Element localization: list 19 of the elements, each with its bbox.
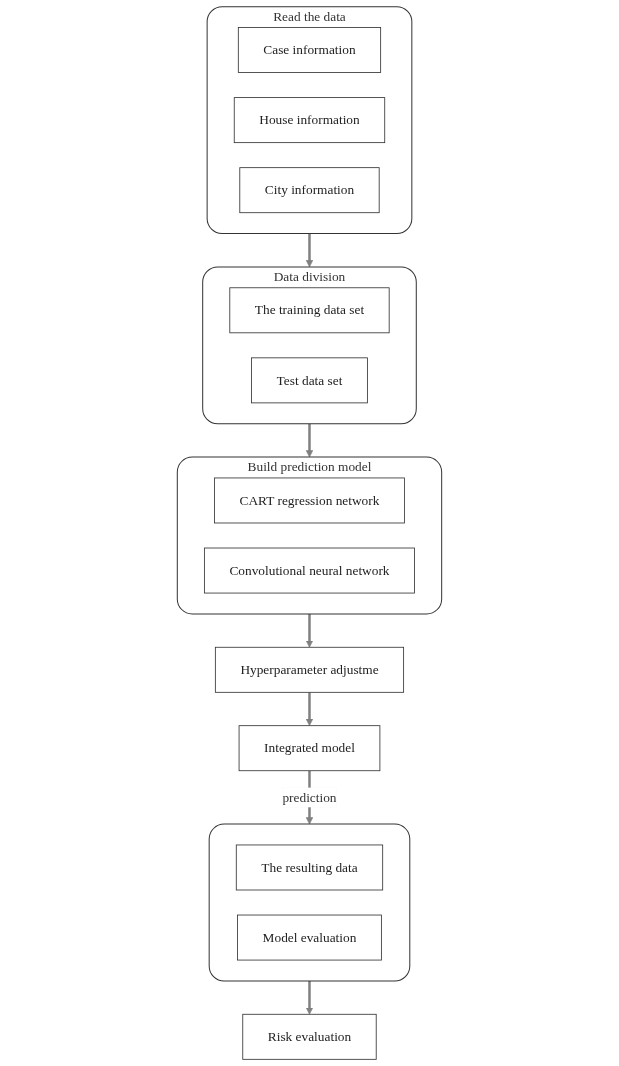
arrow <box>305 692 314 726</box>
node-box: CART regression network <box>214 477 405 524</box>
node-box: City information <box>239 167 380 214</box>
node-box: Convolutional neural network <box>204 547 415 594</box>
node-box: Model evaluation <box>237 914 382 961</box>
node-box: Hyperparameter adjustme <box>214 646 405 693</box>
node-box: Integrated model <box>238 725 381 772</box>
arrow <box>305 980 314 1015</box>
arrow <box>305 233 314 268</box>
arrow <box>305 613 314 648</box>
cluster <box>208 823 411 982</box>
edge-label: prediction <box>282 789 337 805</box>
node-box: Test data set <box>251 357 368 404</box>
node-box: House information <box>233 97 386 144</box>
node-box: The training data set <box>229 287 390 334</box>
node-box: Risk evaluation <box>242 1013 377 1060</box>
node-box: The resulting data <box>235 844 384 891</box>
arrow <box>305 423 314 458</box>
node-box: Case information <box>237 27 382 73</box>
